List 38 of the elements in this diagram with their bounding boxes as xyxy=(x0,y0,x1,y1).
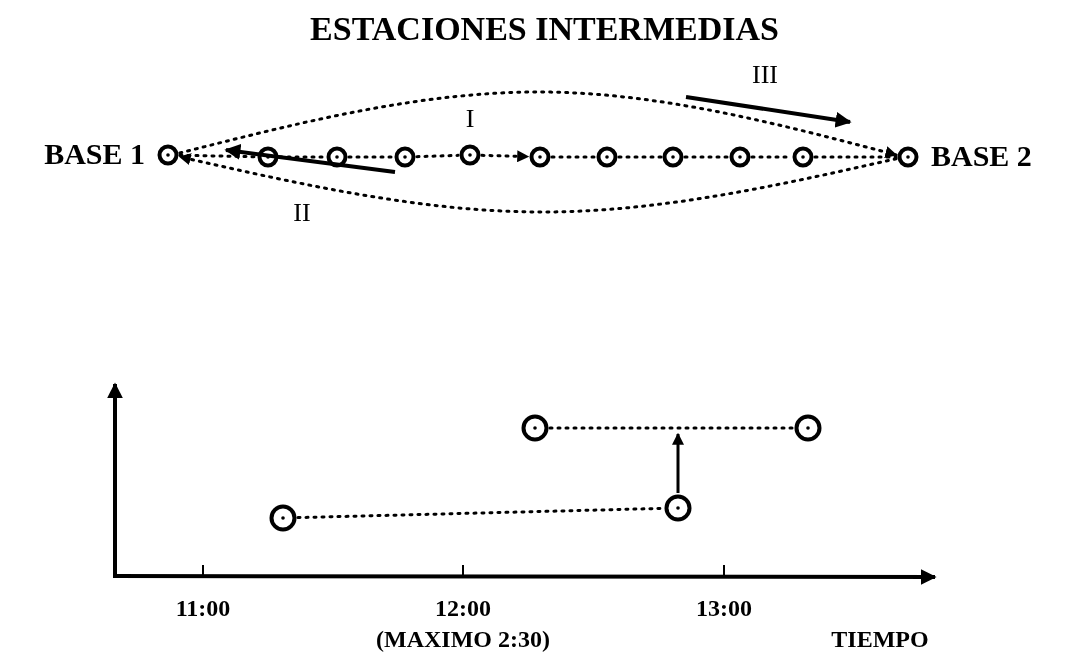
station-circle xyxy=(269,504,297,532)
dotted-route-line xyxy=(480,150,530,163)
station-circle xyxy=(257,146,279,168)
tick-label: 12:00 xyxy=(434,596,492,620)
tick-label: 11:00 xyxy=(174,596,232,620)
diagram-title: ESTACIONES INTERMEDIAS xyxy=(309,12,780,46)
axis-note: (MAXIMO 2:30) xyxy=(375,627,551,651)
dotted-route-line xyxy=(617,155,663,159)
station-circle xyxy=(794,414,822,442)
axis-title: TIEMPO xyxy=(830,627,930,651)
station-circle xyxy=(664,494,692,522)
station-circle xyxy=(529,146,551,168)
station-circle xyxy=(662,146,684,168)
dotted-route-line xyxy=(683,155,730,159)
dotted-route-line xyxy=(178,90,898,158)
dotted-route-line xyxy=(178,153,898,214)
route-label: II xyxy=(292,200,312,226)
station-circle xyxy=(459,144,481,166)
dotted-route-line xyxy=(548,426,795,430)
base-label: BASE 1 xyxy=(44,139,145,169)
station-circle xyxy=(521,414,549,442)
station-circle xyxy=(897,146,919,168)
route-label: III xyxy=(751,62,779,88)
station-circle xyxy=(157,144,179,166)
station-circle xyxy=(596,146,618,168)
dotted-route-line xyxy=(813,155,898,159)
dotted-route-line xyxy=(550,155,597,159)
tick-label: 13:00 xyxy=(695,596,753,620)
dotted-route-line xyxy=(347,155,395,159)
station-circle xyxy=(792,146,814,168)
station-circle xyxy=(729,146,751,168)
base-label: BASE 2 xyxy=(931,141,1032,171)
arrow xyxy=(672,432,684,493)
station-circle xyxy=(394,146,416,168)
dotted-route-line xyxy=(415,153,460,159)
route-label: I xyxy=(464,106,476,132)
station-circle xyxy=(326,146,348,168)
dotted-route-line xyxy=(178,153,258,159)
